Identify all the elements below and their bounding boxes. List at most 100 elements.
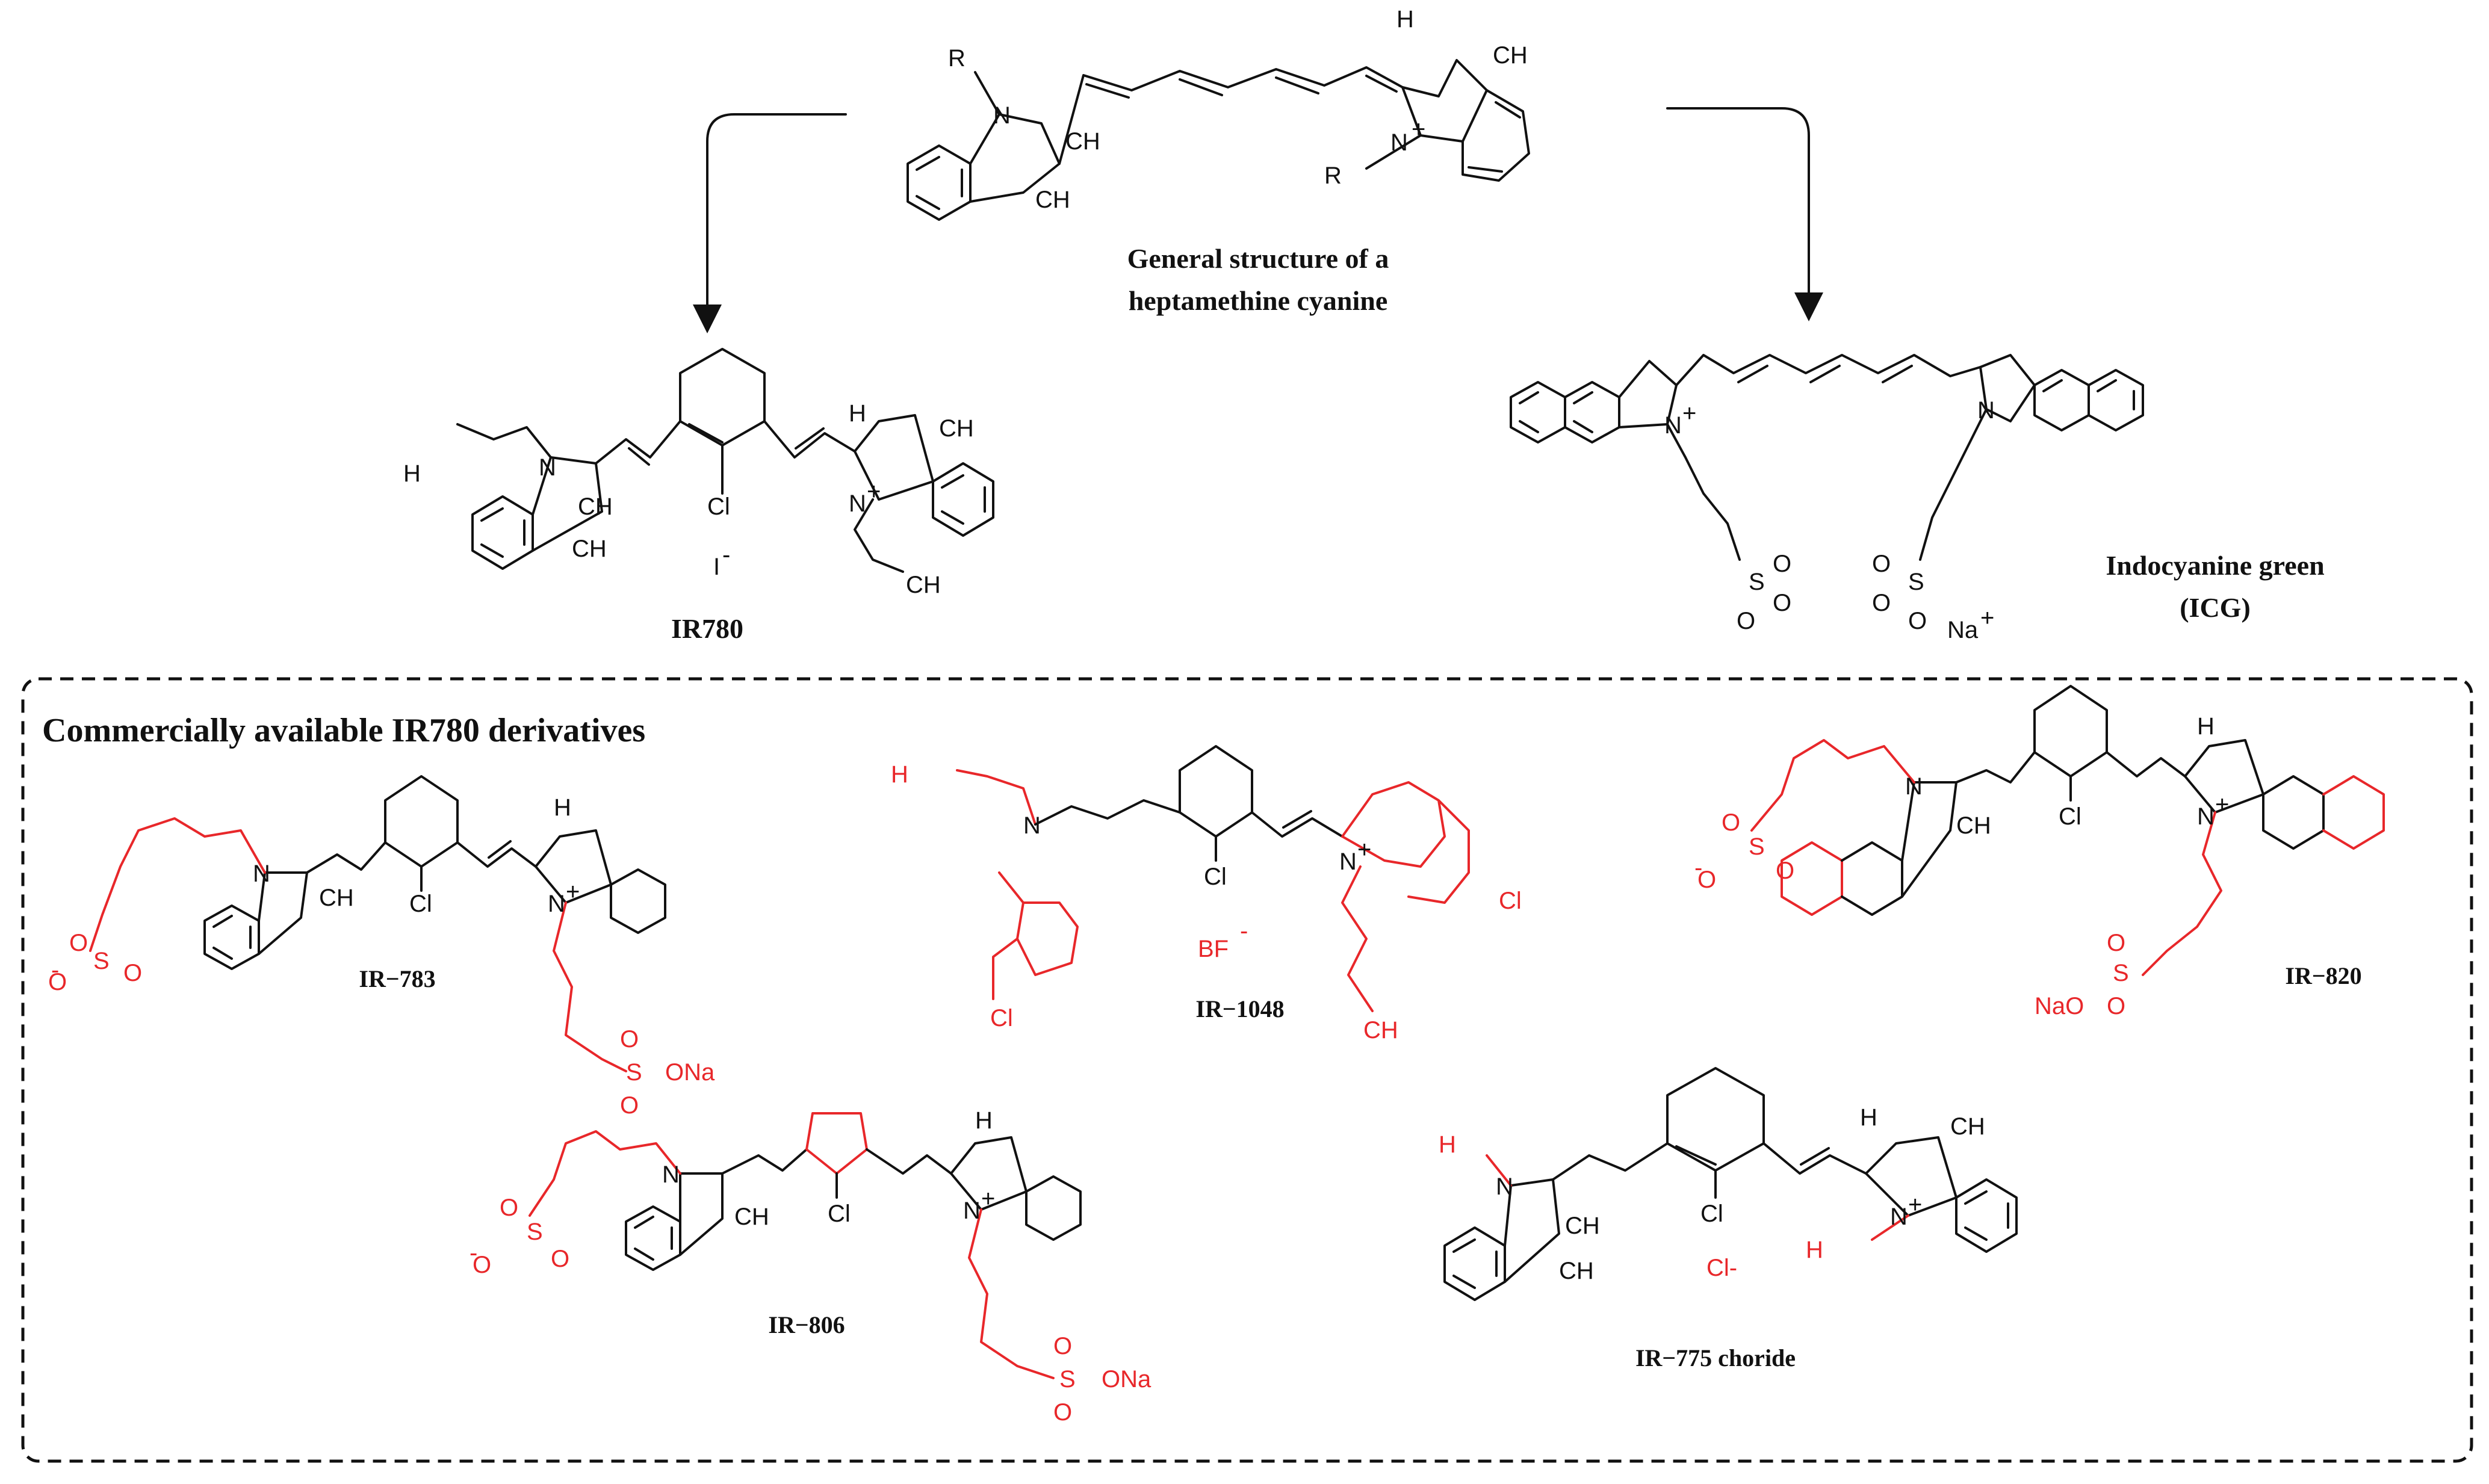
ir1048-cl-right: Cl — [1499, 888, 1522, 914]
ir780-h3c: H — [403, 460, 421, 487]
ir783-o4: O — [620, 1026, 639, 1053]
ir820-name: IR−820 — [2285, 962, 2361, 989]
ir780-right-benzene — [932, 462, 994, 537]
ir783-s2: S — [626, 1059, 642, 1086]
ir820-s2: S — [2113, 960, 2129, 986]
ir780-chain-left — [595, 420, 681, 466]
ir775-h3c-right: H — [1806, 1237, 1823, 1263]
ir820-cl: Cl — [2059, 803, 2081, 830]
ir806-right-sulfobutyl — [968, 1208, 1055, 1379]
ir1048-bf4: BF — [1198, 936, 1229, 962]
ir806-ona: ONa — [1102, 1366, 1152, 1393]
ir775-right-indole — [1865, 1136, 2018, 1253]
ir775-left-benzene — [1443, 1226, 1506, 1301]
ir820-s1: S — [1749, 833, 1765, 860]
ir780-left-benzene — [471, 495, 534, 570]
icg-o3: O — [1737, 608, 1755, 634]
icg-s2: S — [1908, 569, 1924, 595]
icg-polymethine — [1675, 354, 1982, 386]
ir783-h3c: H — [554, 794, 571, 821]
ir806-o3-charge: - — [470, 1240, 477, 1266]
ir783-n1: N — [253, 861, 270, 887]
ir780-iodide-charge: - — [722, 542, 730, 568]
ir820-o4: O — [2107, 930, 2125, 956]
ir1048-n1: N — [1023, 812, 1041, 839]
ir1048-structure: H N N + Cl Cl Cl BF - CH IR−1048 — [891, 745, 1522, 1043]
ir775-name: IR−775 choride — [1635, 1344, 1796, 1371]
ir1048-cl-left: Cl — [990, 1005, 1013, 1031]
ir820-n2: N — [2197, 803, 2215, 830]
ir806-cyclopentene — [805, 1112, 868, 1175]
ir783-structure: N N + Cl CH H S O O O - S O O ONa IR−783 — [48, 775, 715, 1119]
ir780-name: IR780 — [671, 613, 743, 644]
ir820-n1: N — [1905, 773, 1923, 800]
ir806-left-sulfobutyl — [528, 1130, 681, 1217]
ir775-n1: N — [1496, 1173, 1513, 1200]
ir780-ch3b: CH — [572, 536, 607, 562]
ir820-o3-charge: - — [1694, 855, 1702, 881]
ir783-right-sulfobutyl — [553, 901, 627, 1072]
ir780-ch3c: CH — [939, 415, 974, 442]
ir806-s1: S — [527, 1219, 543, 1245]
ir783-ona: ONa — [665, 1059, 715, 1086]
ir820-o1: O — [1722, 809, 1740, 836]
ir775-ch3b: CH — [1559, 1258, 1594, 1284]
general-r2-bond — [1365, 134, 1422, 170]
ir783-ch3: CH — [319, 885, 354, 911]
ir775-chloride: Cl- — [1706, 1255, 1737, 1281]
general-caption-line2: heptamethine cyanine — [1129, 285, 1388, 316]
ir775-h3c-left: H — [1439, 1131, 1456, 1158]
ir806-left-pyrrole — [679, 1172, 724, 1256]
ir783-o2: O — [123, 960, 142, 986]
ir806-cl: Cl — [828, 1201, 851, 1227]
ir783-o1: O — [69, 930, 88, 956]
ir806-s2: S — [1059, 1366, 1076, 1393]
ir1048-h3c: H — [891, 761, 908, 788]
icg-right-naphthalene — [2033, 369, 2144, 431]
ir1048-ch3: CH — [1363, 1017, 1398, 1043]
ir1048-bf4-charge: - — [1240, 918, 1248, 944]
icg-o1: O — [1773, 551, 1791, 577]
icg-right-pyrrole — [1979, 354, 2036, 422]
ir1048-name: IR−1048 — [1195, 995, 1284, 1022]
ir1048-n2-charge: + — [1357, 836, 1371, 863]
ir806-o3: O — [473, 1252, 491, 1278]
icg-o5: O — [1872, 590, 1891, 616]
ir820-left-sulfobutyl — [1750, 739, 1915, 832]
ir820-left-indole — [1841, 781, 1957, 916]
icg-s1: S — [1749, 569, 1765, 595]
ir806-structure: N N + Cl CH H S O O O - S O O ONa IR−806 — [470, 1107, 1152, 1426]
general-r2: R — [1324, 162, 1342, 189]
ir775-methyl-right — [1871, 1214, 1909, 1241]
general-polymethine-chain — [1058, 66, 1404, 165]
ir780-ch3d: CH — [906, 572, 941, 598]
icg-n1-charge: + — [1682, 400, 1696, 427]
ir775-ch3c: CH — [1950, 1113, 1985, 1140]
ir780-cl: Cl — [707, 493, 730, 520]
ir1048-n2: N — [1339, 849, 1357, 875]
ir783-right-indole — [535, 829, 666, 934]
ir820-chain — [1955, 685, 2186, 802]
ir780-h3c2: H — [849, 400, 866, 427]
general-r1-bond — [974, 71, 1000, 116]
general-ch3a: CH — [1065, 128, 1100, 155]
general-structure: R N CH CH R N + H CH General structure o… — [907, 6, 1530, 316]
icg-right-butyl — [1919, 408, 1988, 561]
icg-name-line2: (ICG) — [2180, 592, 2251, 623]
ir1048-cl-center: Cl — [1204, 864, 1227, 890]
general-n2: N — [1390, 129, 1408, 156]
ir1048-core — [1034, 745, 1344, 862]
ir775-methyl-left — [1486, 1154, 1512, 1187]
ir780-right-pyrrole — [854, 414, 934, 501]
ir780-ch3a: CH — [578, 493, 613, 520]
ir780-propyl-left — [456, 423, 552, 459]
ir820-o5: O — [2107, 993, 2125, 1019]
ir775-n2: N — [1890, 1204, 1908, 1230]
ir783-cl: Cl — [409, 891, 432, 917]
ir783-name: IR−783 — [359, 965, 435, 992]
general-r1: R — [948, 45, 966, 72]
icg-o2: O — [1773, 590, 1791, 616]
ir806-name: IR−806 — [768, 1311, 845, 1338]
ir783-left-sulfobutyl — [89, 817, 266, 952]
